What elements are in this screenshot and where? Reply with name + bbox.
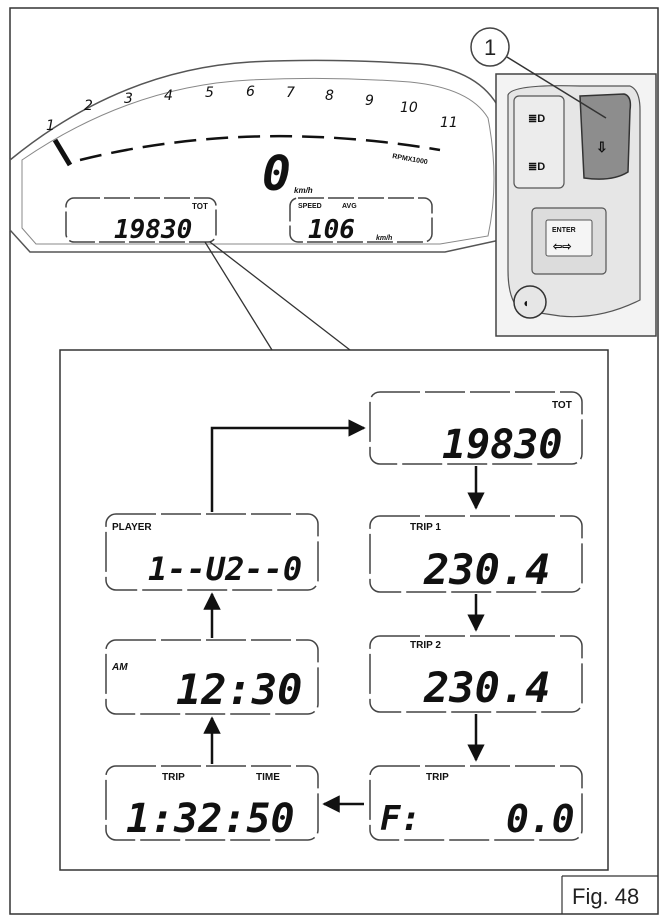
lcd-window	[369, 391, 583, 465]
tach-bar-track	[79, 134, 441, 162]
cycle-arrows	[203, 419, 485, 813]
rpm-label: RPMX1000	[392, 153, 429, 166]
lcd-window	[369, 515, 583, 593]
zoom-line-right	[209, 241, 351, 351]
avg-label-left: SPEED	[298, 203, 322, 210]
screen-value: 1:32:50	[126, 796, 295, 842]
enter-label: ENTER	[552, 227, 576, 234]
screen-value: 230.4	[423, 663, 550, 712]
cluster-inner-outline	[21, 77, 495, 245]
lcd-window	[105, 765, 319, 841]
screen-label: TRIP 1	[410, 522, 441, 533]
low-beam-icon: ≣D	[528, 161, 545, 173]
tach-scale: 1 2 3 4 5 6 7 8 9 10 11	[46, 84, 458, 134]
figure-frame	[9, 7, 659, 915]
tach-number: 1	[46, 118, 55, 134]
screen-value: 19830	[442, 422, 562, 468]
tach-needle	[52, 138, 73, 167]
horn-icon: ◖	[522, 296, 529, 310]
left-right-arrows-icon: ⇦⇨	[552, 241, 572, 253]
tach-number: 6	[246, 84, 255, 100]
speed-unit: km/h	[294, 186, 313, 195]
screen-value: 0.0	[506, 797, 575, 841]
screen-value: 230.4	[423, 545, 550, 594]
tach-number: 7	[286, 85, 295, 101]
enter-button[interactable]	[545, 219, 593, 257]
tach-number: 2	[84, 98, 93, 114]
tach-number: 10	[400, 100, 418, 116]
screen-label: TRIP	[426, 772, 449, 783]
tach-number: 4	[164, 88, 173, 104]
screen-value: 12:30	[176, 665, 302, 714]
cycle-screen-trip2: TRIP 2 230.4	[369, 635, 583, 713]
callout-marker	[470, 27, 510, 67]
avg-speed-unit: km/h	[376, 235, 392, 242]
tach-number: 11	[440, 115, 458, 131]
arrow-player-to-tot	[210, 419, 366, 512]
screen-label-left: TRIP	[162, 772, 185, 783]
cycle-screen-player: PLAYER 1--U2--0	[105, 513, 319, 591]
cycle-screen-fuel-trip: TRIP F: 0.0	[369, 765, 583, 841]
display-cycle-panel	[59, 349, 609, 871]
odometer-label: TOT	[192, 202, 208, 211]
callout-leader-line	[506, 56, 607, 119]
tach-number: 9	[365, 93, 374, 109]
lcd-window	[105, 639, 319, 715]
screen-label: TOT	[552, 400, 572, 411]
figure-caption: Fig. 48	[572, 884, 639, 909]
zoom-line-left	[204, 241, 273, 351]
arrow-down-icon: ⇩	[596, 139, 608, 155]
dashboard-cluster: 1 2 3 4 5 6 7 8 9 10 11 RPMX1000 0 km/h …	[9, 59, 509, 253]
horn-button[interactable]	[513, 285, 547, 319]
lcd-window	[369, 635, 583, 713]
lcd-window	[369, 765, 583, 841]
screen-label: TRIP 2	[410, 640, 441, 651]
speed-readout: 0	[262, 146, 291, 202]
high-beam-icon: ≣D	[528, 113, 545, 125]
avg-label-right: AVG	[342, 203, 357, 210]
tach-number: 3	[124, 91, 133, 107]
scroll-down-button[interactable]	[579, 93, 632, 180]
avg-speed-window	[289, 197, 433, 243]
odometer-readout: 19830	[114, 215, 192, 245]
odometer-window	[65, 197, 217, 243]
screen-label: AM	[111, 662, 128, 673]
tach-number: 8	[325, 88, 334, 104]
light-switch[interactable]	[513, 95, 565, 189]
cycle-screen-trip-time: TRIP TIME 1:32:50	[105, 765, 319, 842]
avg-speed-readout: 106	[308, 215, 355, 245]
callout-number: 1	[484, 35, 496, 60]
cycle-screen-tot: TOT 19830	[369, 391, 583, 468]
cluster-outline	[9, 59, 509, 253]
tach-number: 5	[205, 85, 214, 101]
screen-label: PLAYER	[112, 522, 152, 533]
screen-prefix: F:	[380, 799, 421, 839]
cycle-screen-trip1: TRIP 1 230.4	[369, 515, 583, 594]
cycle-screen-clock: AM 12:30	[105, 639, 319, 715]
handlebar-switch-panel: ≣D ≣D ⇩ ENTER ⇦⇨ ◖	[495, 73, 657, 337]
screen-label-right: TIME	[256, 772, 280, 783]
screen-value: 1--U2--0	[148, 550, 302, 588]
lcd-window	[105, 513, 319, 591]
